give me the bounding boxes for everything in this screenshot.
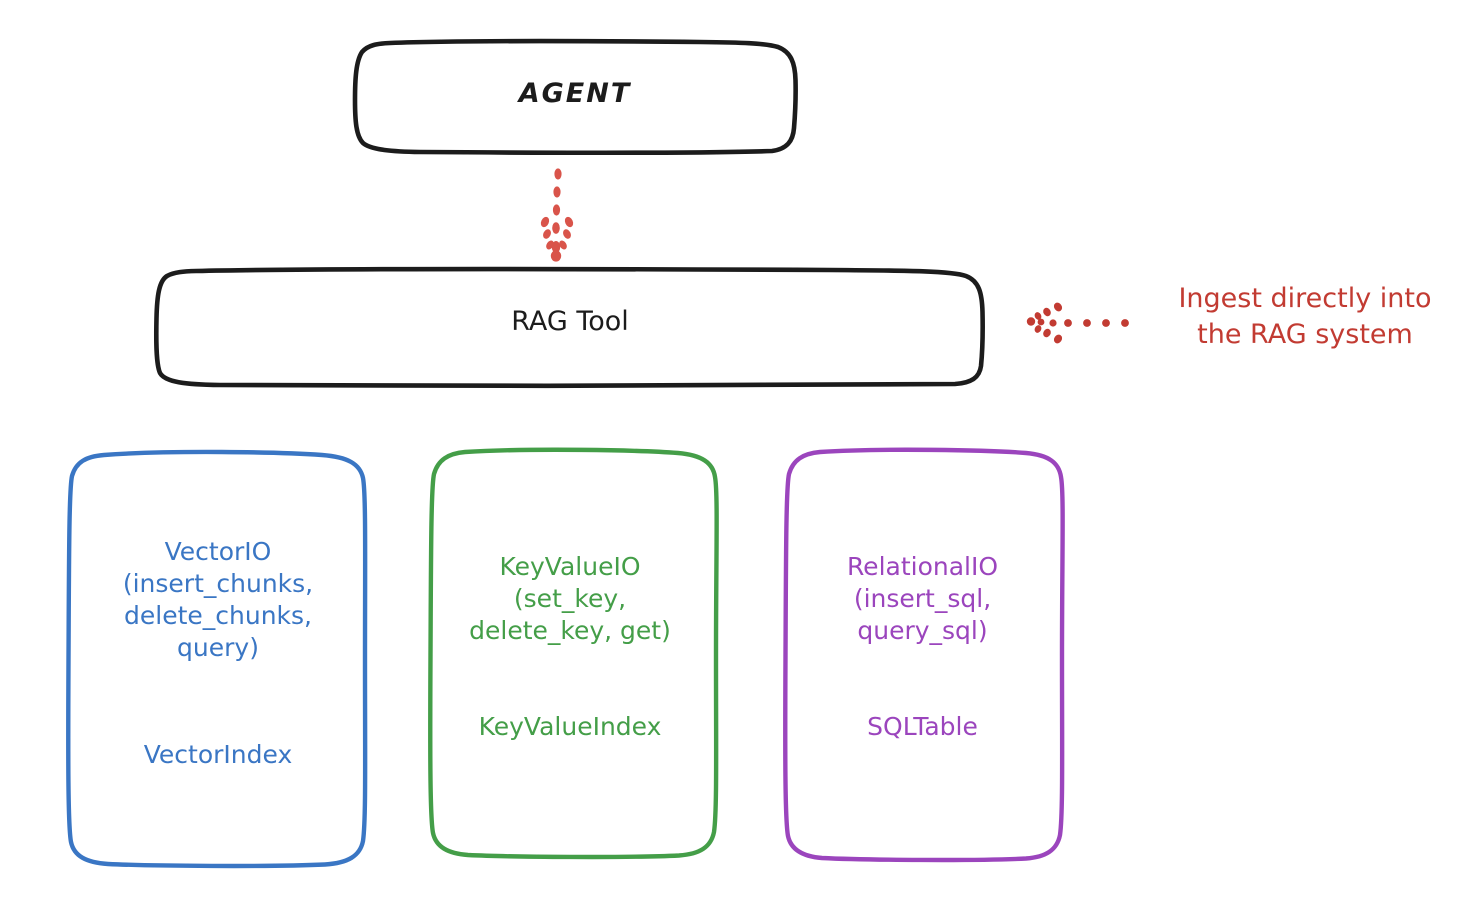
keyvalueio-methods-label: KeyValueIO (set_key, delete_key, get): [469, 552, 671, 645]
relationalio-methods-label: RelationalIO (insert_sql, query_sql): [846, 552, 999, 645]
agent-to-ragtool-arrow: [540, 168, 574, 262]
keyvalueio-index-label: KeyValueIndex: [478, 712, 662, 741]
vectorio-methods-label: VectorIO (insert_chunks, delete_chunks, …: [122, 537, 314, 662]
rag-tool-node[interactable]: [153, 266, 985, 389]
agent-node[interactable]: [352, 38, 798, 156]
ingest-annotation-label: Ingest directly into the RAG system: [1178, 283, 1432, 351]
vectorio-node[interactable]: [66, 449, 368, 869]
relationalio-node[interactable]: [783, 447, 1065, 863]
annotation-arrow-icon: [1026, 302, 1129, 344]
vectorio-index-label: VectorIndex: [143, 740, 293, 769]
relationalio-index-label: SQLTable: [867, 712, 978, 741]
keyvalueio-node[interactable]: [428, 447, 719, 860]
